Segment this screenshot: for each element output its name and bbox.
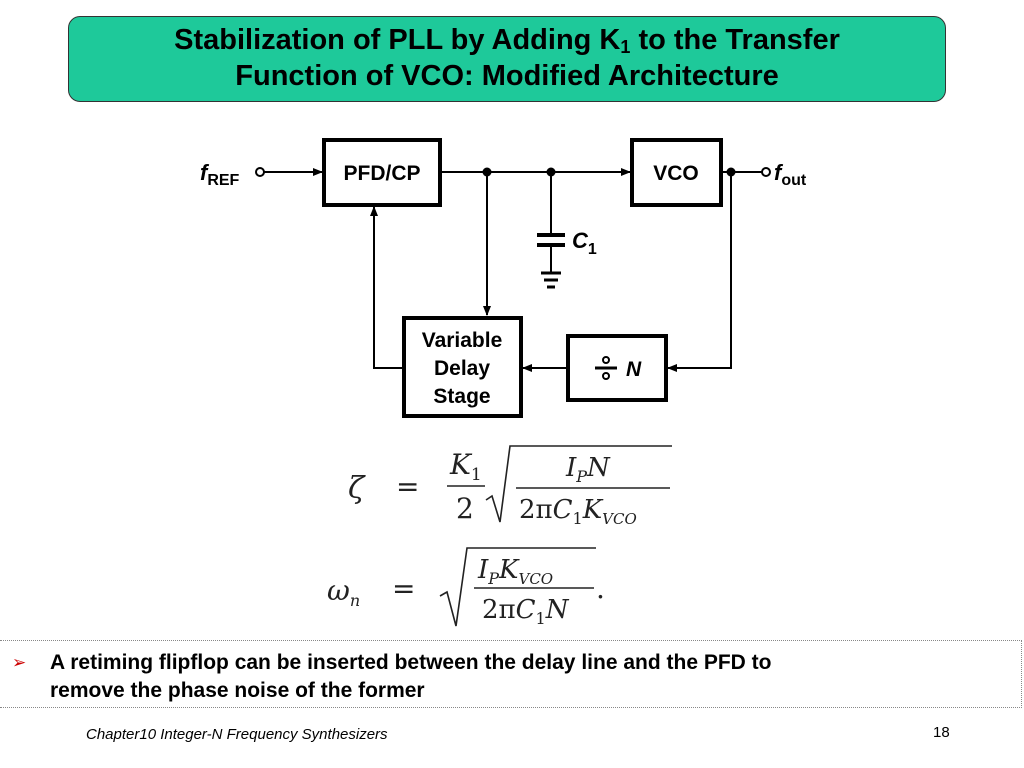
title-line-1: Stabilization of PLL by Adding K1 to the… (174, 24, 840, 57)
pfd-cp-block (322, 138, 442, 207)
junction-dot (726, 167, 736, 177)
slide-title: Stabilization of PLL by Adding K1 to the… (68, 16, 946, 102)
output-label: fout (774, 160, 807, 189)
chapter-footer: Chapter10 Integer-N Frequency Synthesize… (86, 726, 388, 743)
bullet-section: ➢ A retiming flipflop can be inserted be… (0, 640, 1022, 708)
input-label: fREF (200, 160, 240, 189)
pfd-cp-label: PFD/CP (343, 162, 420, 185)
vco-label: VCO (653, 162, 699, 185)
sqrt-sign-omega (439, 547, 596, 627)
equations: ζ = K1 2 IPN 2πC1KVCO ωn = IPKVCO 2πC1N … (327, 445, 672, 628)
junction-dot (546, 167, 556, 177)
ip-n-numerator: IPN (565, 453, 611, 486)
delay-label-line-2: Delay (434, 357, 490, 380)
bullet-text: A retiming flipflop can be inserted betw… (50, 649, 970, 705)
equals-sign-omega: = (392, 572, 415, 605)
divider-label: N (626, 358, 642, 381)
omega-numerator: IPKVCO (477, 555, 553, 588)
k1-numerator: K1 (449, 448, 482, 485)
capacitor-label: C1 (572, 228, 597, 258)
output-to-divider-wire (667, 172, 732, 372)
bullet-line-1: A retiming flipflop can be inserted betw… (50, 651, 772, 674)
pll-block-diagram: PFD/CP VCO Variable Delay Stage N fREF f… (200, 138, 807, 418)
omega-denominator: 2πC1N (482, 595, 570, 628)
equals-sign-zeta: = (396, 470, 419, 503)
omega-symbol: ωn (327, 574, 360, 610)
divider-block (566, 334, 668, 402)
delay-label-line-3: Stage (433, 385, 490, 408)
output-terminal (761, 167, 771, 177)
sqrt-sign-zeta (485, 445, 672, 523)
vco-block (630, 138, 723, 207)
bullet-line-2: remove the phase noise of the former (50, 679, 425, 702)
delay-label-line-1: Variable (422, 329, 503, 352)
equation-period: . (596, 572, 605, 605)
page-number: 18 (933, 724, 950, 741)
bullet-arrow-icon: ➢ (12, 653, 27, 672)
ground-icon (541, 271, 561, 289)
title-line-2: Function of VCO: Modified Architecture (235, 60, 779, 92)
junction-dot (482, 167, 492, 177)
divide-icon (595, 356, 617, 380)
delay-to-pfd-wire (370, 206, 404, 369)
zeta-denominator: 2πC1KVCO (519, 495, 637, 528)
variable-delay-block (402, 316, 523, 418)
two-denominator: 2 (456, 492, 474, 525)
zeta-symbol: ζ (348, 471, 366, 506)
